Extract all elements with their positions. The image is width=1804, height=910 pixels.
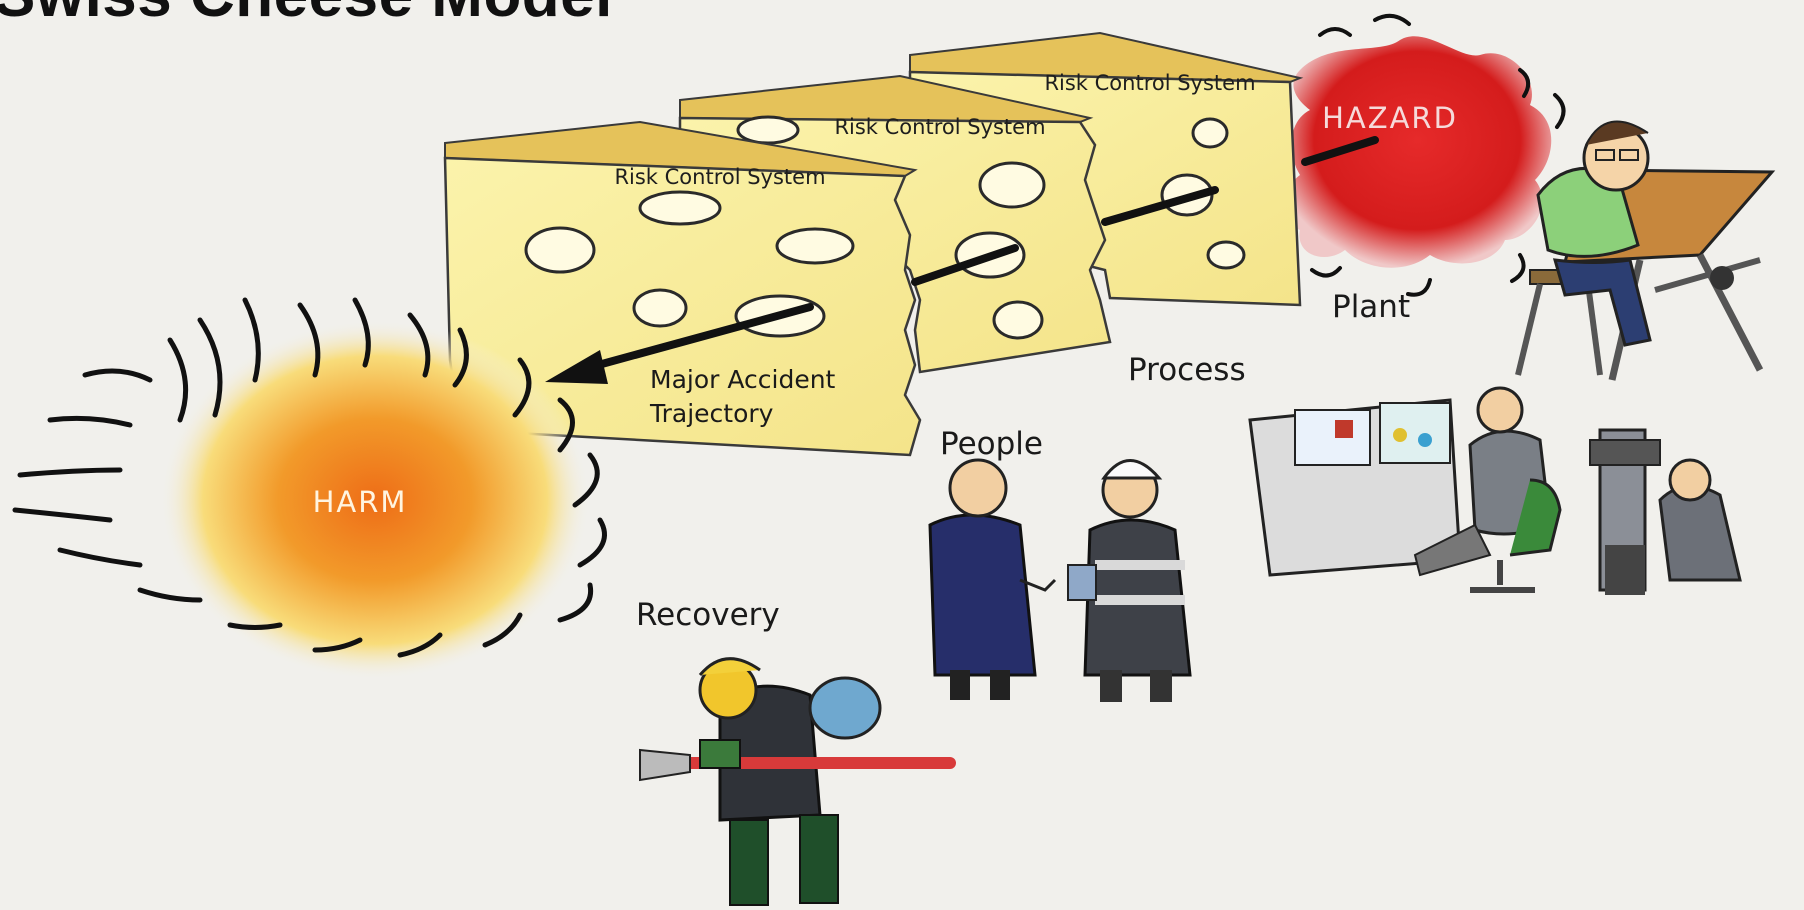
layer-label-process: Process — [1128, 352, 1246, 388]
slice-3-label: Risk Control System — [1044, 71, 1255, 95]
slice-1-label: Risk Control System — [614, 165, 825, 189]
hazard-cloud: HAZARD — [1283, 13, 1571, 297]
people-illustration — [928, 458, 1192, 702]
harm-burst: HARM — [12, 297, 607, 680]
control-room-illustration — [1248, 386, 1562, 593]
layer-label-people: People — [940, 426, 1043, 462]
accident-trajectory-arrow — [545, 136, 1379, 384]
slice-2-holes — [736, 115, 1046, 340]
hazard-label: HAZARD — [1322, 101, 1458, 135]
trajectory-label-line1: Major Accident — [650, 365, 836, 394]
trajectory-label-line2: Trajectory — [649, 399, 774, 428]
page-title: Swiss Cheese Model — [0, 0, 613, 31]
arrow-head — [545, 350, 608, 384]
layer-label-plant: Plant — [1332, 289, 1410, 325]
slice-2-label: Risk Control System — [834, 115, 1045, 139]
layer-label-recovery: Recovery — [636, 597, 780, 633]
slice-1-holes — [524, 190, 855, 338]
harm-label: HARM — [313, 485, 408, 519]
engineer-drafting-illustration — [1515, 120, 1776, 381]
lab-technician-illustration — [1589, 428, 1742, 595]
firefighter-illustration — [639, 657, 956, 906]
